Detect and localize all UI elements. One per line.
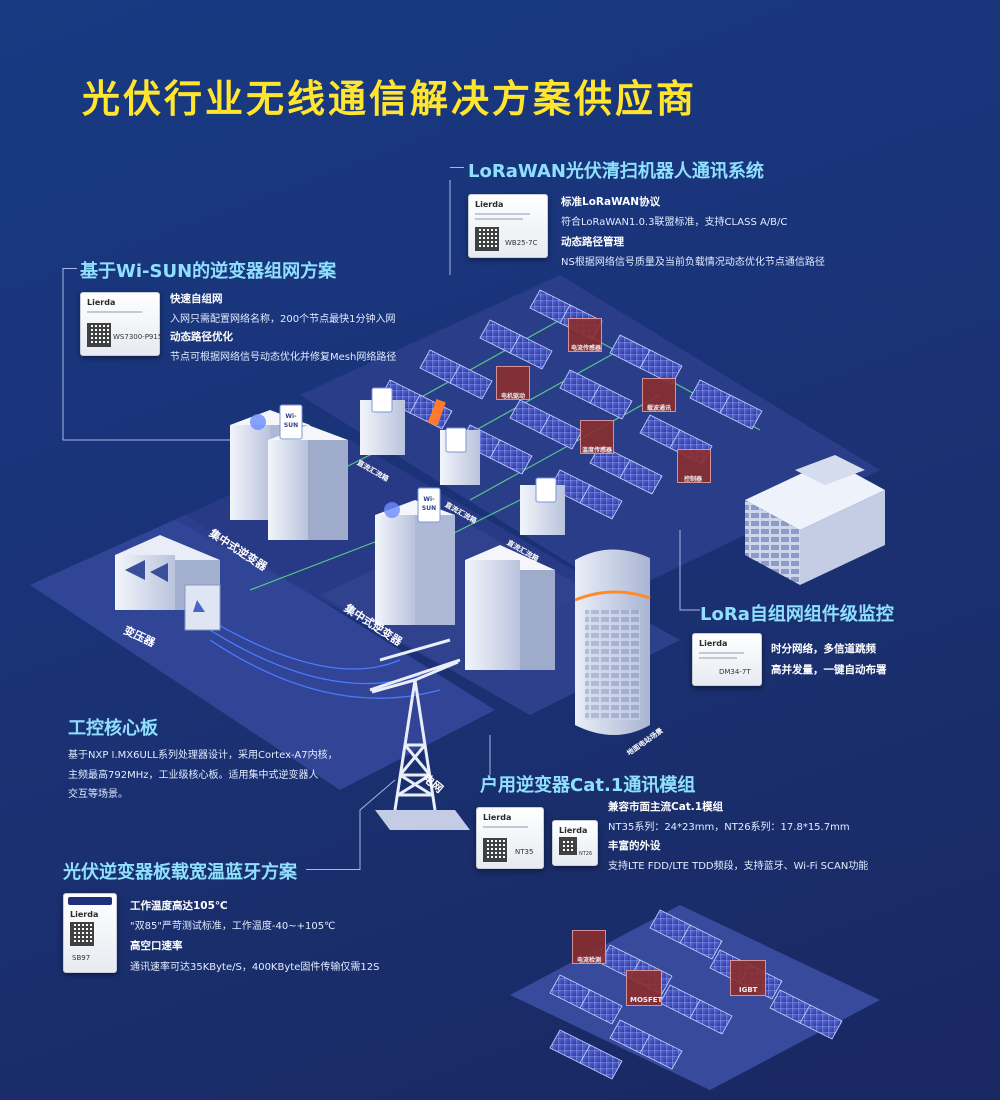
wisun-module-model: WS7300-P915	[113, 333, 163, 341]
lorawan-feature-2-heading: 动态路径管理	[561, 236, 624, 248]
chip-mosfet: MOSFET	[626, 970, 662, 1006]
callout-connectors	[62, 180, 700, 870]
wisun-feature-1-heading: 快速自组网	[170, 293, 223, 305]
svg-text:SUN: SUN	[284, 422, 298, 429]
solar-panel	[619, 459, 663, 495]
solar-panel	[579, 484, 623, 520]
ground-station-tower	[574, 549, 651, 735]
lorawan-feature-2-text: NS根据网络信号质量及当前负载情况动态优化节点通信路径	[561, 257, 825, 268]
cat1-title: 户用逆变器Cat.1通讯模组	[480, 775, 696, 796]
bluetooth-title-tick	[306, 869, 360, 870]
svg-text:Wi-: Wi-	[285, 413, 297, 420]
cat1-feature-2-heading: 丰富的外设	[608, 840, 661, 852]
cat1-module-nt26-image: Lierda NT26	[552, 820, 598, 866]
lora-mesh-feature-2: 高并发量，一键自动布署	[771, 664, 887, 676]
lorawan-title-tick	[450, 167, 464, 168]
solar-panel	[589, 384, 633, 420]
core-board-line-1: 基于NXP I.MX6ULL系列处理器设计，采用Cortex-A7内核，	[68, 750, 338, 761]
cat1-module-nt35-image: Lierda NT35	[476, 807, 544, 869]
wisun-badge-middle: Wi- SUN	[417, 487, 441, 523]
lora-mesh-feature-1: 时分网络，多信道跳频	[771, 643, 876, 655]
chip-temp-sensor: 温度传感器	[580, 420, 614, 454]
chip-current-detect: 电流检测	[572, 930, 606, 964]
core-board-line-3: 交互等场景。	[68, 789, 128, 800]
wisun-feature-2-text: 节点可根据网络信号动态优化并修复Mesh网络路径	[170, 352, 397, 363]
solar-panel-array-upper	[379, 289, 763, 520]
chip-wireless-comm: 载波通讯	[642, 378, 676, 412]
wisun-module-image: Lierda WS7300-P915	[80, 292, 163, 356]
lora-mesh-module-image: Lierda DM34-7T	[692, 633, 762, 686]
solar-panel	[799, 1004, 843, 1040]
solar-panel	[689, 999, 733, 1035]
transformer	[115, 535, 221, 631]
wisun-feature-1-text: 入网只需配置网络名称，200个节点最快1分钟入网	[170, 314, 396, 325]
solar-panel	[579, 1044, 623, 1080]
chip-controller: 控制器	[677, 449, 711, 483]
solar-panel	[719, 394, 763, 430]
bluetooth-module-image: Lierda SB97	[63, 893, 117, 973]
solar-panel	[539, 414, 583, 450]
solar-panel	[449, 364, 493, 400]
wisun-feature-2-heading: 动态路径优化	[170, 331, 233, 343]
solar-panel	[509, 334, 553, 370]
wisun-title: 基于Wi-SUN的逆变器组网方案	[80, 261, 337, 282]
lorawan-feature-1-heading: 标准LoRaWAN协议	[561, 196, 661, 208]
cat1-module-nt35-model: NT35	[515, 848, 534, 856]
svg-text:Wi-: Wi-	[423, 496, 435, 503]
core-board-line-2: 主频最高792MHz，工业级核心板。适用集中式逆变器人	[68, 770, 319, 781]
chip-current-sensor: 电流传感器	[568, 318, 602, 352]
bluetooth-feature-1-text: "双85"严苛测试标准，工作温度-40~+105℃	[130, 921, 336, 932]
cat1-feature-1-heading: 兼容市面主流Cat.1模组	[608, 801, 724, 813]
lorawan-feature-1-text: 符合LoRaWAN1.0.3联盟标准，支持CLASS A/B/C	[561, 217, 788, 228]
central-inverter-middle	[375, 500, 555, 670]
solar-panel	[579, 989, 623, 1025]
wisun-title-tick	[63, 268, 77, 269]
chip-igbt: IGBT	[730, 960, 766, 996]
solar-panel	[679, 924, 723, 960]
office-building	[745, 455, 885, 585]
wisun-badge-left: Wi- SUN	[279, 404, 303, 440]
chip-motor-drive: 电机驱动	[496, 366, 530, 400]
bluetooth-feature-1-heading: 工作温度高达105℃	[130, 900, 228, 912]
lorawan-module-image: Lierda WB25-7C	[468, 194, 548, 258]
core-board-title: 工控核心板	[68, 718, 158, 739]
bluetooth-feature-2-text: 通讯速率可达35KByte/S，400KByte固件传输仅需12S	[130, 962, 380, 973]
svg-text:SUN: SUN	[422, 505, 436, 512]
cat1-feature-2-text: 支持LTE FDD/LTE TDD频段，支持蓝牙、Wi-Fi SCAN功能	[608, 861, 869, 872]
dc-combiner-boxes	[360, 387, 565, 535]
bluetooth-title: 光伏逆变器板载宽温蓝牙方案	[63, 862, 297, 883]
bluetooth-feature-2-heading: 高空口速率	[130, 940, 183, 952]
lora-mesh-module-model: DM34-7T	[719, 668, 751, 676]
cat1-module-nt26-model: NT26	[579, 851, 593, 857]
lora-mesh-title: LoRa自组网组件级监控	[700, 604, 894, 625]
bluetooth-module-model: SB97	[72, 954, 91, 962]
page-title: 光伏行业无线通信解决方案供应商	[82, 77, 698, 121]
solar-panel	[639, 1034, 683, 1070]
cat1-feature-1-text: NT35系列：24*23mm，NT26系列：17.8*15.7mm	[608, 822, 850, 833]
solar-panel	[489, 439, 533, 475]
lorawan-module-model: WB25-7C	[505, 239, 538, 247]
lorawan-title: LoRaWAN光伏清扫机器人通讯系统	[468, 161, 764, 182]
power-pylon	[369, 638, 470, 830]
